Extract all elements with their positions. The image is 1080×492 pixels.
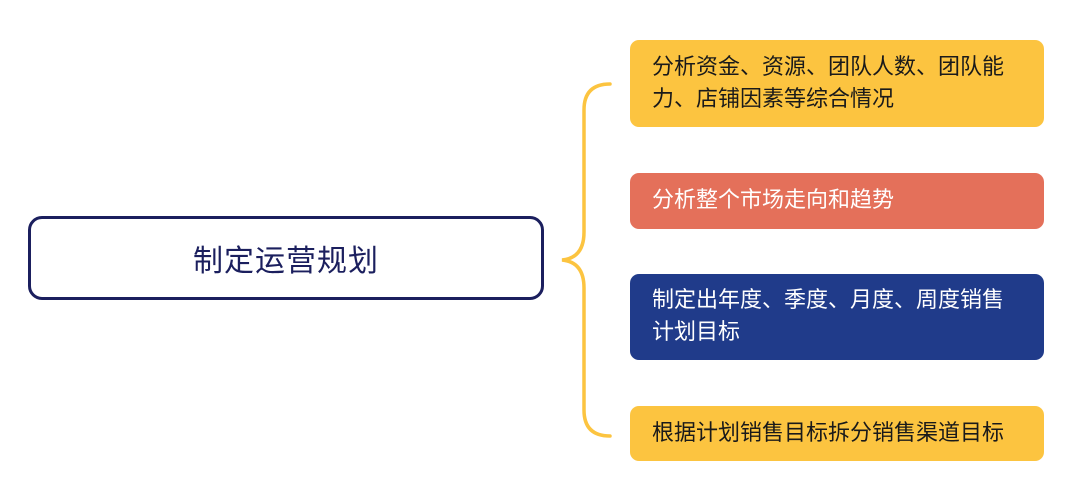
branch-node: 根据计划销售目标拆分销售渠道目标: [630, 406, 1044, 461]
branch-node: 分析资金、资源、团队人数、团队能力、店铺因素等综合情况: [630, 40, 1044, 127]
branch-node-text: 分析整个市场走向和趋势: [652, 188, 895, 213]
branch-node: 制定出年度、季度、月度、周度销售计划目标: [630, 274, 1044, 360]
branch-node-text: 根据计划销售目标拆分销售渠道目标: [652, 420, 1005, 446]
root-node: 制定运营规划: [28, 216, 544, 300]
curly-brace-connector: [561, 82, 612, 438]
branch-node-text: 分析资金、资源、团队人数、团队能力、店铺因素等综合情况: [652, 54, 1005, 112]
branch-node-text: 制定出年度、季度、月度、周度销售计划目标: [652, 288, 1005, 345]
branch-node: 分析整个市场走向和趋势: [630, 173, 1044, 229]
root-node-label: 制定运营规划: [193, 244, 379, 279]
